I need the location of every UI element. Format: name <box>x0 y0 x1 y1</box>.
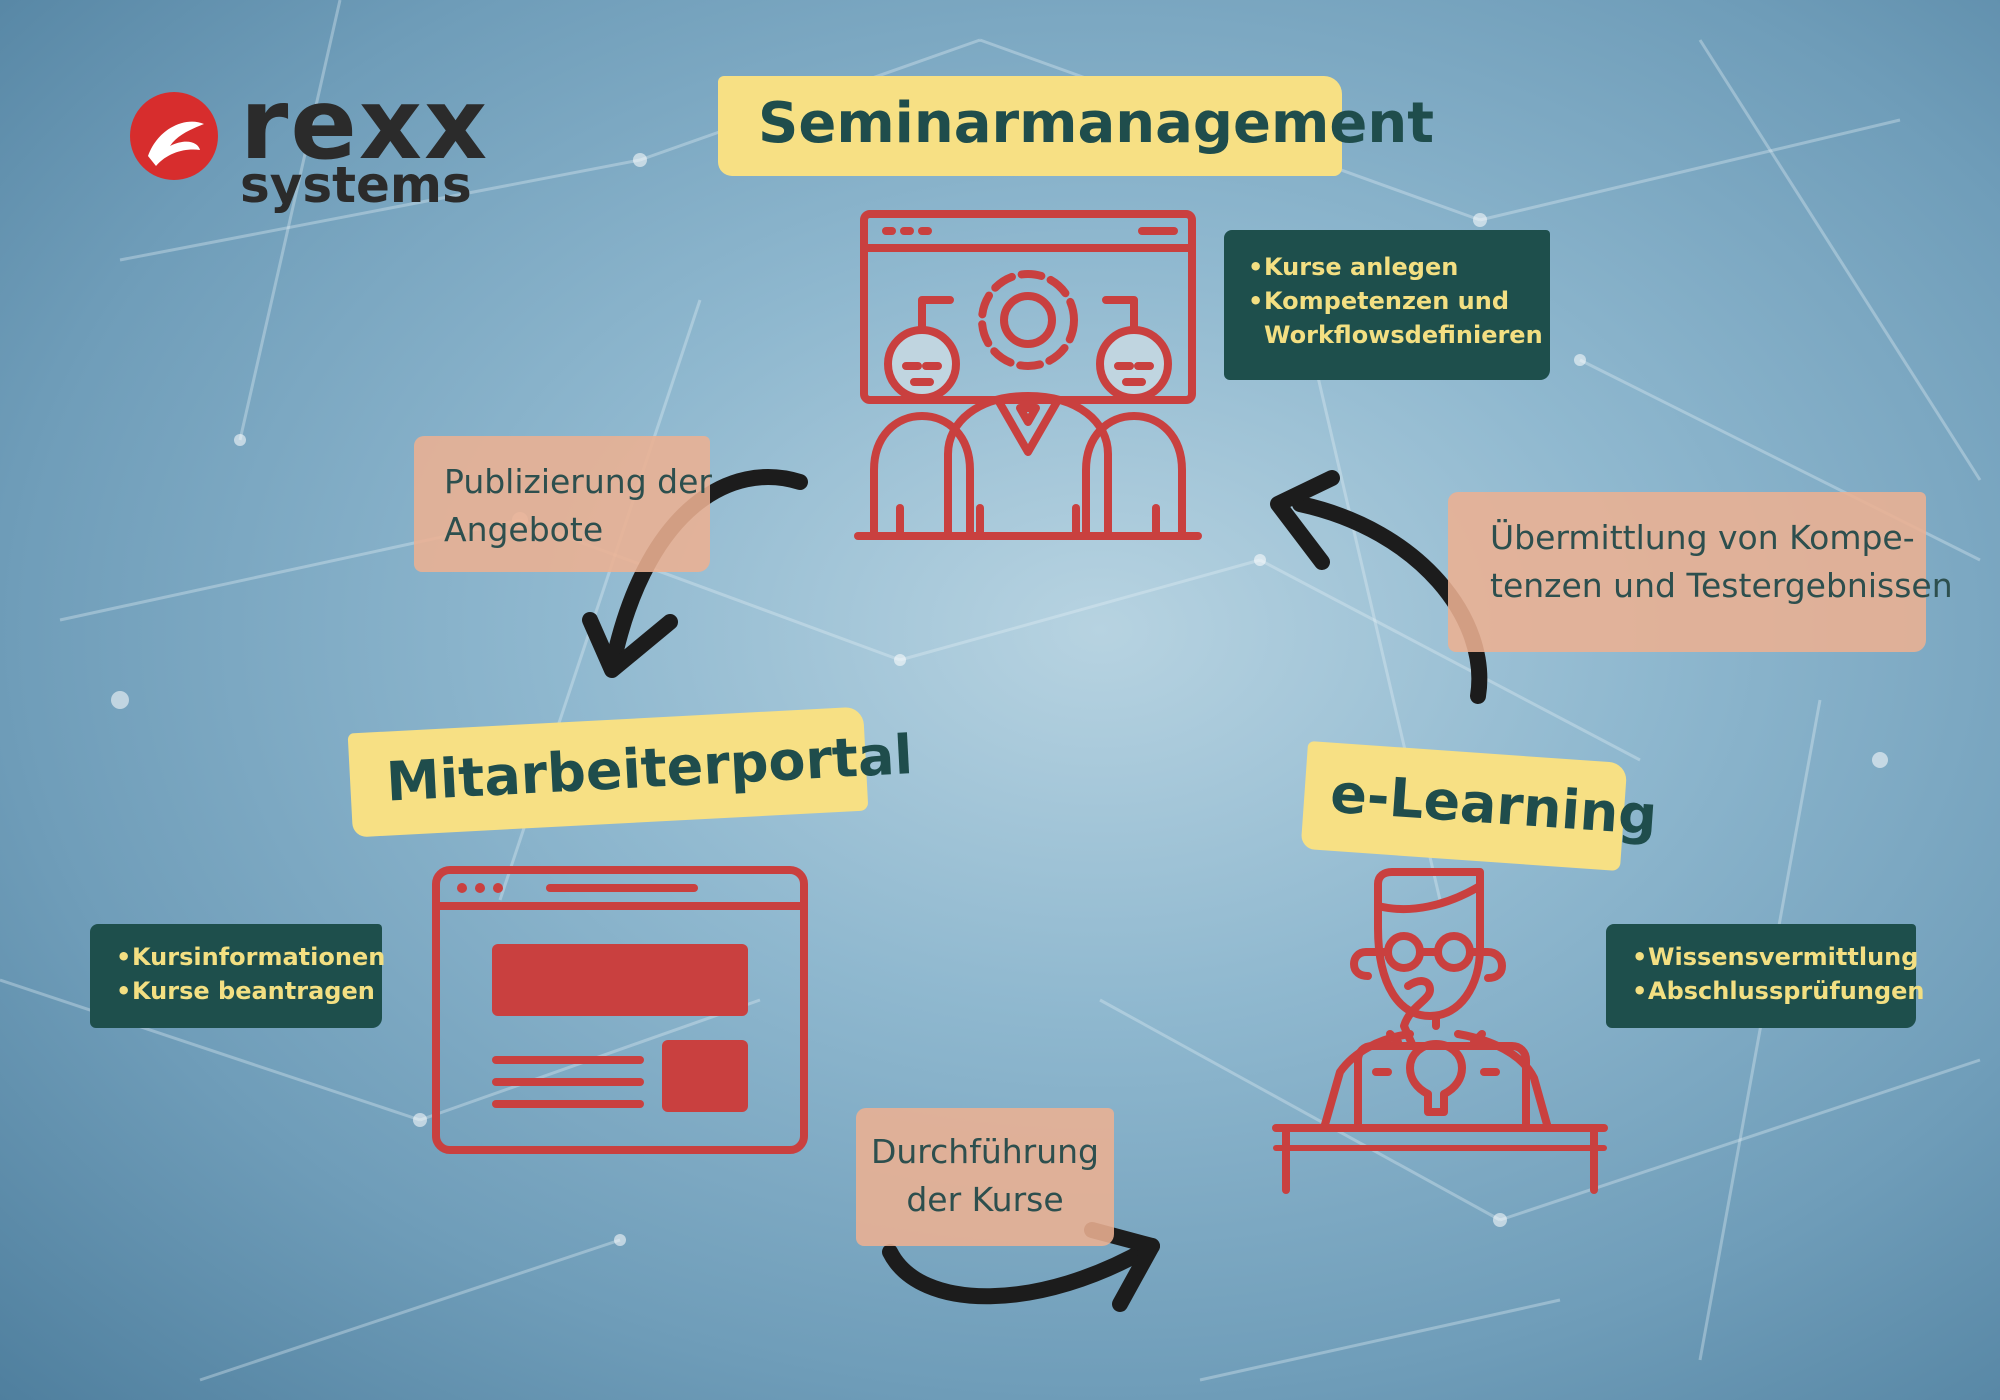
employee-portal-icon <box>432 866 808 1154</box>
e-learning-icon <box>1272 868 1608 1194</box>
elearning-feature-item: Wissensvermittlung <box>1632 940 1918 974</box>
portal-feature-item: Kurse beantragen <box>116 974 382 1008</box>
logo-line-1: rexx <box>240 68 490 182</box>
seminar-feature-item: Kompetenzen und Workflowsdefinieren <box>1248 284 1550 352</box>
logo-line-2: systems <box>240 156 472 214</box>
edge-label-line: Übermittlung von Kompe- <box>1490 518 1915 557</box>
edge-label-transfer: Übermittlung von Kompe- tenzen und Teste… <box>1448 492 1953 652</box>
edge-label-line: Angebote <box>444 509 604 549</box>
edge-label-line: Publizierung der <box>444 462 712 501</box>
elearning-feature-box: Wissensvermittlung Abschlussprüfungen <box>1606 924 1925 1028</box>
portal-feature-box: Kursinformationen Kurse beantragen <box>90 924 385 1028</box>
arrow-transfer <box>1270 470 1488 704</box>
seminar-feature-item: Kurse anlegen <box>1248 250 1550 284</box>
rexx-logo-mark-icon <box>130 92 218 180</box>
rexx-systems-logo: rexx systems <box>128 76 487 220</box>
seminar-title: Seminarmanagement <box>718 76 1434 176</box>
edge-label-line: der Kurse <box>906 1179 1064 1219</box>
edge-label-publish: Publizierung der Angebote <box>414 436 712 572</box>
edge-label-run: Durchführung der Kurse <box>856 1108 1114 1246</box>
elearning-feature-item: Abschlussprüfungen <box>1632 974 1925 1008</box>
edge-label-line: tenzen und Testergebnissen <box>1490 565 1953 605</box>
elearning-title: e-Learning <box>1300 740 1659 872</box>
edge-label-line: Durchführung <box>870 1132 1100 1171</box>
portal-feature-item: Kursinformationen <box>116 940 385 974</box>
logo-wordmark: rexx systems <box>240 76 489 210</box>
seminar-management-icon <box>854 210 1202 540</box>
seminar-feature-box: Kurse anlegen Kompetenzen und Workflowsd… <box>1224 230 1550 380</box>
